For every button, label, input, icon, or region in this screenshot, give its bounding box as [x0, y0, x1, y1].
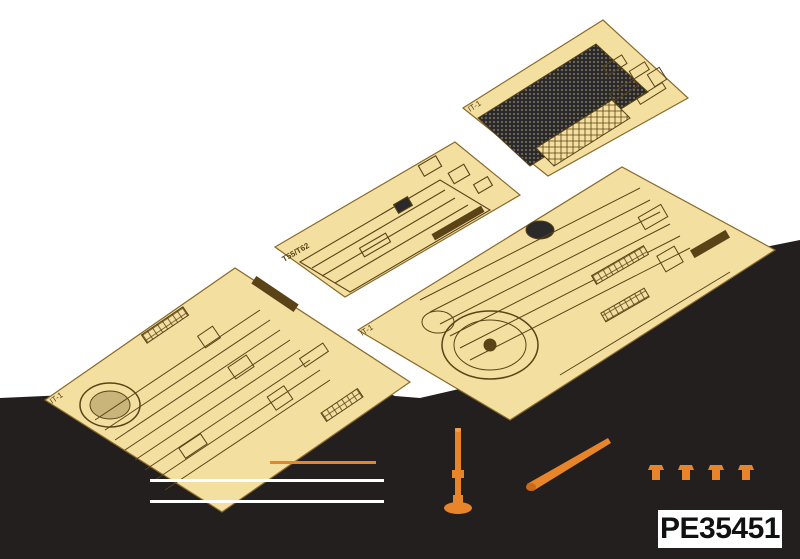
etched-sheet-top: IT-1 — [461, 19, 690, 177]
etched-sheet-left: IT-1 — [43, 267, 412, 513]
bolt — [648, 465, 664, 480]
wire-rod-2 — [150, 500, 384, 503]
bolt — [708, 465, 724, 480]
product-code: PE35451 — [658, 510, 782, 548]
etched-sheet-middle: T55/T62 — [273, 141, 522, 298]
turned-antenna-mount — [444, 428, 472, 514]
turned-barrel — [526, 438, 611, 491]
copper-wire — [270, 461, 376, 464]
etched-sheet-right: IT-1 — [356, 166, 777, 421]
wire-rod-1 — [150, 479, 384, 482]
bolt — [678, 465, 694, 480]
turned-bolts — [648, 465, 754, 480]
wire-rods — [150, 461, 384, 503]
bolt — [738, 465, 754, 480]
